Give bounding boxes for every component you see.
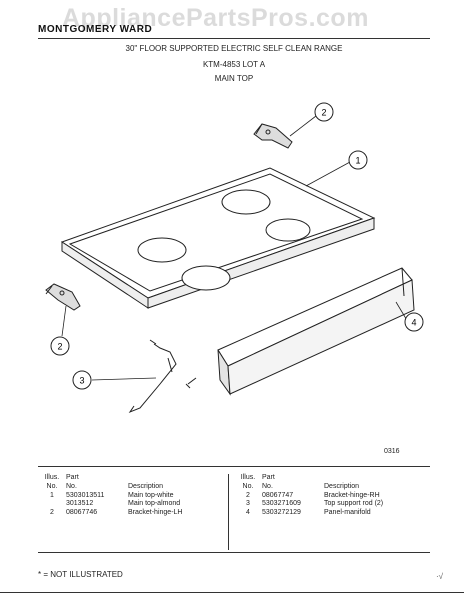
part-description: Top support rod (2) — [324, 500, 384, 508]
illus-number — [38, 500, 66, 509]
section-title: MAIN TOP — [214, 74, 254, 83]
callout-1: 1 — [348, 150, 368, 170]
page-bottom-rule — [0, 592, 464, 593]
table-bottom-rule — [38, 552, 430, 553]
diagram-code: 0316 — [384, 448, 400, 455]
illus-number: 1 — [50, 491, 54, 499]
part-number: 5303271609 — [262, 500, 301, 508]
corner-mark: ·√ — [436, 572, 444, 581]
part-description: Bracket-hinge-RH — [324, 491, 380, 499]
part-description: Main top-white — [128, 491, 174, 499]
table-row: 2 08067747 Bracket-hinge-RH — [234, 492, 422, 501]
table-row: 1 5303013511 Main top-white — [38, 492, 226, 501]
header-part-no: No. — [262, 482, 273, 490]
svg-text:3: 3 — [79, 376, 84, 386]
header-description: Description — [128, 482, 164, 490]
svg-text:1: 1 — [355, 156, 360, 166]
callout-2-rh: 2 — [314, 102, 334, 122]
brand-name: MONTGOMERY WARD — [38, 24, 153, 35]
illus-number: 3 — [246, 500, 250, 508]
table-column-divider — [228, 474, 229, 550]
part-number: 08067747 — [262, 491, 294, 499]
top-support-rod-drawing — [128, 339, 177, 414]
part-number: 3013512 — [66, 500, 94, 508]
bracket-hinge-rh-drawing — [253, 123, 293, 149]
part-number: 08067746 — [66, 509, 98, 516]
panel-manifold-drawing — [185, 267, 415, 396]
exploded-parts-diagram: 1 2 2 3 4 — [45, 102, 424, 414]
illus-number: 2 — [50, 509, 54, 516]
leader-lines — [61, 115, 409, 381]
table-top-rule — [38, 466, 430, 467]
header-part: Part — [66, 474, 79, 481]
watermark-text: AppliancePartsPros.com — [62, 4, 369, 32]
table-row: 2 08067746 Bracket-hinge-LH — [38, 509, 226, 518]
main-top-drawing — [60, 167, 376, 309]
header-illus: Illus. — [44, 474, 60, 481]
table-row: 3 5303271609 Top support rod (2) — [234, 500, 422, 509]
svg-text:2: 2 — [321, 108, 326, 118]
illus-number: 2 — [246, 491, 250, 499]
callout-3: 3 — [72, 370, 92, 390]
part-description: Main top-almond — [128, 500, 181, 508]
table-row: 3013512 Main top-almond — [38, 500, 226, 509]
part-description: Panel-manifold — [324, 509, 371, 516]
part-description: Bracket-hinge-LH — [128, 509, 183, 516]
callout-4: 4 — [404, 312, 424, 332]
header-illus-no: No. — [242, 482, 254, 490]
header-part-no: No. — [66, 482, 77, 490]
table-row: 4 5303272129 Panel-manifold — [234, 509, 422, 518]
part-number: 5303272129 — [262, 509, 301, 516]
header-illus-no: No. — [46, 482, 58, 490]
svg-text:4: 4 — [411, 318, 416, 328]
bracket-hinge-lh-drawing — [45, 283, 81, 311]
header-description: Description — [324, 482, 360, 490]
illus-number: 4 — [246, 509, 250, 516]
header-top-rule — [38, 38, 430, 39]
footnote: * = NOT ILLUSTRATED — [38, 570, 123, 579]
part-number: 5303013511 — [66, 491, 105, 499]
header-illus: Illus. — [240, 474, 256, 481]
callout-2-lh: 2 — [50, 336, 70, 356]
model-number: KTM-4853 LOT A — [202, 60, 266, 69]
header-part: Part — [262, 474, 275, 481]
svg-text:2: 2 — [57, 342, 62, 352]
page-title: 30" FLOOR SUPPORTED ELECTRIC SELF CLEAN … — [125, 44, 343, 53]
